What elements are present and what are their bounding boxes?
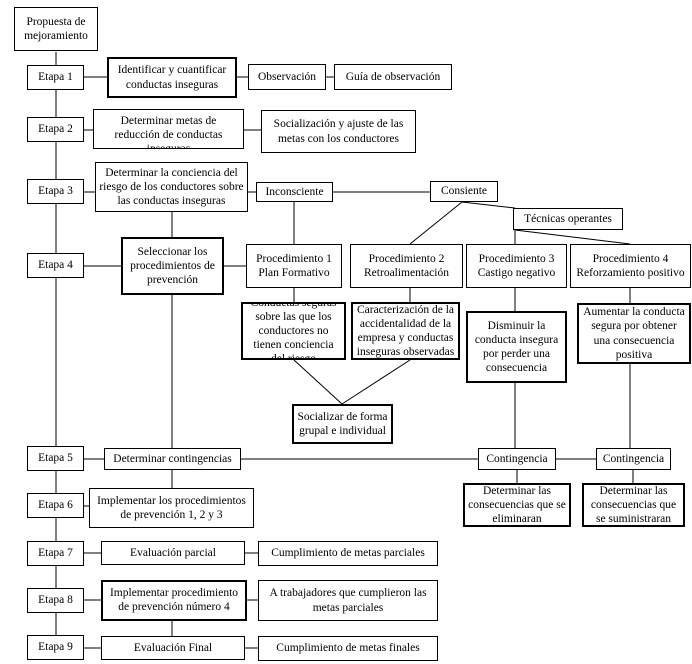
determine-contingencies-box: Determinar contingencias <box>104 448 241 470</box>
procedure-4-box: Procedimiento 4 Reforzamiento positivo <box>570 244 691 288</box>
stage-3-box: Etapa 3 <box>27 179 84 204</box>
stage-8-box: Etapa 8 <box>27 588 84 613</box>
goals-socialization-box: Socialización y ajuste de las metas con … <box>261 110 416 153</box>
stage-5-box: Etapa 5 <box>27 446 84 471</box>
partial-goals-box: Cumplimiento de metas parciales <box>258 541 438 566</box>
observation-guide-box: Guía de observación <box>334 64 452 90</box>
procedure-2-box: Procedimiento 2 Retroalimentación <box>350 244 463 288</box>
consequences-supplied-box: Determinar las consecuencias que se sumi… <box>582 483 685 527</box>
reduction-goals-box: Determinar metas de reducción de conduct… <box>93 109 244 149</box>
final-goals-box: Cumplimiento de metas finales <box>258 636 438 661</box>
stage-9-box: Etapa 9 <box>27 635 84 660</box>
procedure-1-box: Procedimiento 1 Plan Formativo <box>246 244 342 288</box>
consequences-eliminated-box: Determinar las consecuencias que se elim… <box>463 483 571 527</box>
conscious-box: Consiente <box>430 181 498 202</box>
header-box: Propuesta de mejoramiento <box>14 7 98 51</box>
stage-1-box: Etapa 1 <box>27 65 84 90</box>
observation-box: Observación <box>248 64 326 90</box>
workers-goals-box: A trabajadores que cumplieron las metas … <box>258 580 438 621</box>
implement-procedure-4-box: Implementar procedimiento de prevención … <box>101 580 247 621</box>
operant-techniques-box: Técnicas operantes <box>513 208 623 230</box>
stage-2-box: Etapa 2 <box>27 117 84 142</box>
stage-7-box: Etapa 7 <box>27 541 84 566</box>
socialize-box: Socializar de forma grupal e individual <box>292 404 393 444</box>
partial-evaluation-box: Evaluación parcial <box>101 541 245 565</box>
contingency-1-box: Contingencia <box>478 448 556 470</box>
identify-behaviors-box: Identificar y cuantificar conductas inse… <box>107 57 237 98</box>
final-evaluation-box: Evaluación Final <box>101 636 245 660</box>
procedure-3-description: Disminuir la conducta insegura por perde… <box>466 311 567 383</box>
implement-procedures-box: Implementar los procedimientos de preven… <box>89 488 254 528</box>
contingency-2-box: Contingencia <box>596 448 671 470</box>
procedure-3-box: Procedimiento 3 Castigo negativo <box>466 244 567 288</box>
stage-6-box: Etapa 6 <box>27 493 84 518</box>
unconscious-box: Inconsciente <box>256 182 333 202</box>
procedure-4-description: Aumentar la conducta segura por obtener … <box>577 303 691 364</box>
procedure-1-description: Conductas seguras sobre las que los cond… <box>241 302 346 360</box>
risk-awareness-box: Determinar la conciencia del riesgo de l… <box>95 162 248 212</box>
procedure-2-description: Caracterización de la accidentalidad de … <box>351 302 460 360</box>
select-procedures-box: Seleccionar los procedimientos de preven… <box>121 237 224 295</box>
stage-4-box: Etapa 4 <box>27 253 84 278</box>
